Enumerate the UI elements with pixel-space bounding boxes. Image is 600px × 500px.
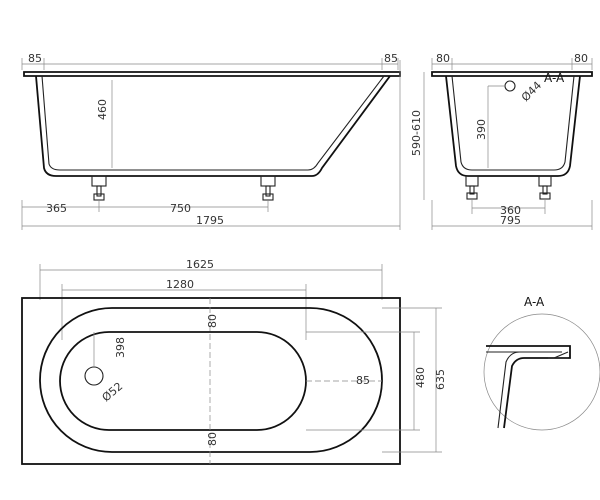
end-left-rim-dim: 80: [436, 52, 450, 65]
end-leg-spacing-dim: 360: [500, 204, 521, 217]
side-view: 85 85 460 365 750 1795: [21, 52, 401, 230]
top-bottom-length-dim: 1280: [166, 278, 194, 291]
detail-view: A-A: [483, 295, 600, 431]
top-drain-diameter: Ø52: [100, 380, 126, 405]
detail-section-label: A-A: [524, 295, 545, 309]
end-tub-body: [445, 75, 581, 177]
drain-hole: [84, 366, 104, 386]
end-right-rim-dim: 80: [574, 52, 588, 65]
end-total-width-dim: 795: [500, 214, 521, 227]
side-total-length-dim: 1795: [196, 214, 224, 227]
end-leg-right: [538, 175, 552, 187]
top-view: 1625 1280 80 80 85 398 Ø52 480 635: [21, 258, 447, 465]
top-inner-width-dim: 480: [414, 367, 427, 388]
side-depth-dim: 460: [96, 99, 109, 120]
top-rim-bottom-dim: 80: [206, 432, 219, 446]
side-tub-body: [35, 75, 391, 177]
top-outer-width-dim: 635: [434, 369, 447, 390]
end-leg-left: [465, 175, 479, 187]
detail-circle: [483, 313, 600, 431]
top-bottom-oval: [59, 331, 307, 431]
side-leg-right: [260, 175, 276, 187]
end-drain-diameter: Ø44: [519, 79, 544, 104]
side-leg-spacing-dim: 750: [170, 202, 191, 215]
end-total-height-dim: 590-610: [410, 110, 423, 156]
end-overflow-height-dim: 390: [475, 119, 488, 140]
side-right-rim-dim: 85: [384, 52, 398, 65]
side-rim: [23, 71, 401, 77]
end-section-label: A-A: [544, 71, 565, 85]
top-inner-oval: [39, 307, 383, 453]
side-left-rim-dim: 85: [28, 52, 42, 65]
end-view: 80 80 A-A Ø44 390 590-610 360 795: [410, 52, 593, 230]
overflow-drain: [504, 80, 516, 92]
top-rim-top-dim: 80: [206, 314, 219, 328]
top-drain-offset-dim: 398: [114, 337, 127, 358]
top-outer-rim: [21, 297, 401, 465]
side-leg-left: [91, 175, 107, 187]
top-inner-length-dim: 1625: [186, 258, 214, 271]
top-rim-right-dim: 85: [356, 374, 370, 387]
side-left-leg-dim: 365: [46, 202, 67, 215]
